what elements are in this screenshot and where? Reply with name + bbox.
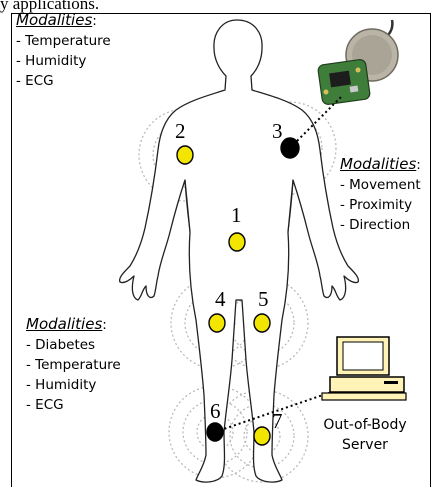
sensor-2	[177, 146, 193, 164]
sensor-label-5: 5	[258, 287, 269, 311]
modality-item: - Humidity	[16, 51, 111, 71]
cpu-case	[330, 377, 404, 392]
modalities-leg-block: Modalities: - Diabetes - Temperature - H…	[26, 314, 121, 415]
modality-item: - Humidity	[26, 375, 121, 395]
modality-item: - Temperature	[16, 31, 111, 51]
sensor-5	[254, 314, 270, 332]
sensor-7	[254, 427, 270, 445]
sensor-label-4: 4	[215, 287, 226, 311]
sensor-label-6: 6	[210, 399, 221, 423]
server-label-line2: Server	[310, 435, 420, 455]
modalities-arm-block: Modalities: - Movement - Proximity - Dir…	[340, 154, 421, 235]
sensor-label-3: 3	[272, 119, 283, 143]
server-computer-icon	[322, 337, 406, 400]
modalities-head-colon: :	[92, 13, 97, 29]
modality-item: - Temperature	[26, 355, 121, 375]
modalities-head-block: Modalities: - Temperature - Humidity - E…	[16, 10, 111, 91]
modalities-leg-colon: :	[102, 317, 107, 333]
server-label-line1: Out-of-Body	[310, 415, 420, 435]
sensor-label-7: 7	[272, 409, 283, 433]
sensor-1	[229, 233, 245, 251]
modalities-leg-title: Modalities	[26, 315, 102, 333]
sensor-photo	[317, 20, 398, 105]
modality-item: - ECG	[16, 71, 111, 91]
modalities-head-title: Modalities	[16, 11, 92, 29]
server-label: Out-of-Body Server	[310, 415, 420, 455]
modalities-arm-colon: :	[416, 157, 421, 173]
screen	[343, 342, 383, 370]
modality-item: - Proximity	[340, 195, 421, 215]
sensor-4	[209, 314, 225, 332]
modality-item: - Diabetes	[26, 335, 121, 355]
modality-item: - ECG	[26, 395, 121, 415]
modality-item: - Movement	[340, 175, 421, 195]
sensor-label-1: 1	[231, 203, 242, 227]
modalities-arm-title: Modalities	[340, 155, 416, 173]
sensor-label-2: 2	[175, 119, 186, 143]
keyboard	[322, 393, 406, 400]
sensor-6	[207, 423, 223, 441]
sensor-3	[281, 138, 299, 158]
modality-item: - Direction	[340, 215, 421, 235]
